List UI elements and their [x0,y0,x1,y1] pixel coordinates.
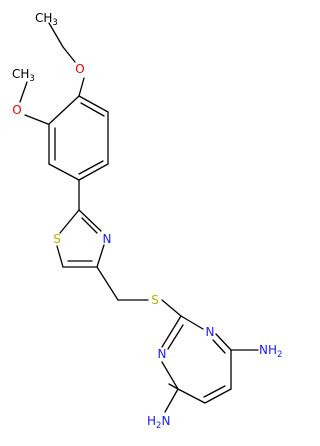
bond-pyr-n3-c4-inner [212,339,226,354]
bond-ethyl-ch3-ch2 [48,22,64,48]
bond-pyr-c5-c6-inner [203,385,226,398]
bond-benzene-1-inner [80,102,105,117]
bond-pyr-n1-c2-inner [167,324,184,350]
atom-ethyl-ch3: CH3 [35,11,58,28]
bond-c4-ch2 [96,266,119,301]
bond-lines [19,22,259,413]
molecule-structure-diagram: CH3 CH3 O O S N S N N NH2 H2N [12,11,282,431]
atom-pyrimidine-n3: N [206,325,215,339]
bond-pyr-c6-c5-link [177,388,206,404]
atom-thioether-sulfur: S [151,293,159,307]
bond-thiazole-c2-n [78,209,102,232]
bond-pyr-n1-c6 [161,361,179,390]
atom-methoxy-oxygen: O [12,103,21,117]
bond-pyr-c5-c6 [204,388,232,404]
bond-thiazole-s-c2 [59,209,80,234]
atom-thiazole-nitrogen: N [103,232,112,246]
bond-benzene-4 [48,163,80,181]
bond-benzene-1 [78,95,109,113]
bond-s-pyrimidine [161,299,182,317]
bond-c6-nh2 [164,388,179,413]
bond-ethoxy-o-ring [78,77,85,97]
atom-ethoxy-oxygen: O [75,62,84,76]
bond-benzene-3 [78,163,109,181]
bond-benzene-6 [48,95,80,125]
bond-thiazole-n-c4 [96,244,105,268]
atom-pyrimidine-n1: N [158,347,167,361]
bond-benzene-3-inner [78,160,104,175]
bond-pyr-n1-c2 [161,315,182,348]
atom-labels: CH3 CH3 O O S N S N N NH2 H2N [12,11,282,431]
bond-pyr-n3-c4 [215,333,232,351]
bond-pyr-c6-n1 [168,383,179,390]
atom-amine-right: NH2 [259,343,282,360]
bond-methoxy-ch3-o [19,81,28,103]
atom-methoxy-ch3: CH3 [12,67,35,84]
bond-thiazole-c5-s [56,245,64,268]
bond-ch2-ethoxy-o [62,46,76,63]
bond-methoxy-o-ring [24,114,49,125]
atom-thiazole-sulfur: S [53,232,61,246]
bond-thiazole-c2-n-inner [81,217,98,234]
atom-amine-bottom: H2N [147,414,170,431]
bond-pyr-c2-n3 [180,315,204,330]
